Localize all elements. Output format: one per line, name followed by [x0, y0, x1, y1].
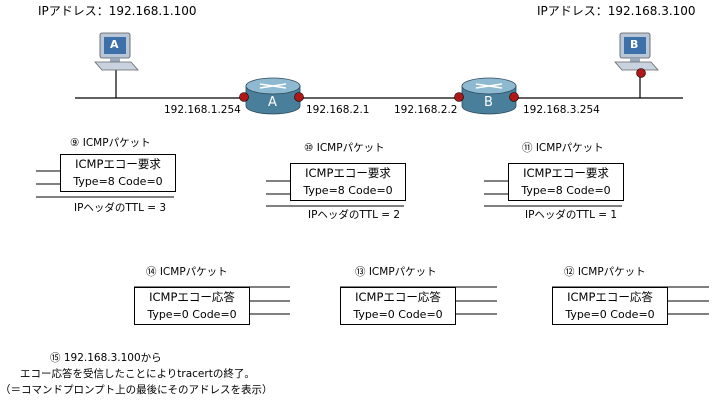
reply-3-packet: ICMPエコー応答 Type=0 Code=0	[552, 287, 668, 325]
request-2-step: ⑩ ICMPパケット	[304, 142, 385, 154]
request-1-packet: ICMPエコー要求 Type=8 Code=0	[60, 154, 176, 192]
router-a-right-port	[294, 92, 304, 102]
reply-2-step: ⑬ ICMPパケット	[355, 266, 437, 278]
request-1-line1: ICMPエコー要求	[75, 157, 161, 171]
router-b-right-port	[509, 92, 519, 102]
router-a-right-ip: 192.168.2.1	[306, 104, 370, 116]
footnote-line2: エコー応答を受信したことによりtracertの終了。	[20, 368, 255, 380]
footnote-line3: （＝コマンドプロンプト上の最後にそのアドレスを表示）	[0, 384, 273, 396]
request-3-step: ⑪ ICMPパケット	[522, 142, 604, 154]
request-2-line2: Type=8 Code=0	[303, 184, 393, 197]
reply-1-line1: ICMPエコー応答	[149, 290, 235, 304]
request-3-ttl: IPヘッダのTTL = 1	[525, 209, 618, 221]
request-packet-lines	[36, 170, 622, 207]
request-2-line1: ICMPエコー要求	[305, 166, 391, 180]
reply-3-step: ⑫ ICMPパケット	[564, 266, 646, 278]
request-3-line2: Type=8 Code=0	[521, 184, 611, 197]
reply-2-line1: ICMPエコー応答	[355, 290, 441, 304]
request-3-packet: ICMPエコー要求 Type=8 Code=0	[508, 163, 624, 201]
request-2-packet: ICMPエコー要求 Type=8 Code=0	[290, 163, 406, 201]
request-1-step: ⑨ ICMPパケット	[70, 137, 151, 149]
router-b-left-ip: 192.168.2.2	[394, 104, 458, 116]
reply-2-packet: ICMPエコー応答 Type=0 Code=0	[340, 287, 456, 325]
router-a-left-ip: 192.168.1.254	[164, 104, 241, 116]
request-3-line1: ICMPエコー要求	[523, 166, 609, 180]
router-b-icon	[461, 77, 517, 115]
router-a-left-port	[239, 92, 249, 102]
request-2-ttl: IPヘッダのTTL = 2	[308, 209, 401, 221]
reply-3-line1: ICMPエコー応答	[567, 290, 653, 304]
reply-1-line2: Type=0 Code=0	[147, 308, 237, 321]
request-1-line2: Type=8 Code=0	[73, 175, 163, 188]
router-b-right-ip: 192.168.3.254	[523, 104, 600, 116]
host-b-name: B	[630, 38, 639, 51]
router-a-icon	[245, 77, 301, 115]
router-b-left-port	[454, 92, 464, 102]
router-a-name: A	[268, 95, 277, 110]
host-a-ip-label: IPアドレス：192.168.1.100	[38, 4, 197, 18]
request-1-ttl: IPヘッダのTTL = 3	[74, 202, 167, 214]
host-b-port-dot	[636, 68, 646, 78]
reply-2-line2: Type=0 Code=0	[353, 308, 443, 321]
host-b-ip-label: IPアドレス：192.168.3.100	[537, 4, 696, 18]
reply-3-line2: Type=0 Code=0	[565, 308, 655, 321]
reply-1-packet: ICMPエコー応答 Type=0 Code=0	[134, 287, 250, 325]
host-b-pc-icon	[614, 32, 659, 71]
host-a-name: A	[110, 38, 119, 51]
router-b-name: B	[484, 95, 493, 110]
reply-1-step: ⑭ ICMPパケット	[146, 266, 228, 278]
footnote-line1: ⑮ 192.168.3.100から	[50, 352, 162, 364]
host-a-pc-icon	[94, 32, 139, 71]
